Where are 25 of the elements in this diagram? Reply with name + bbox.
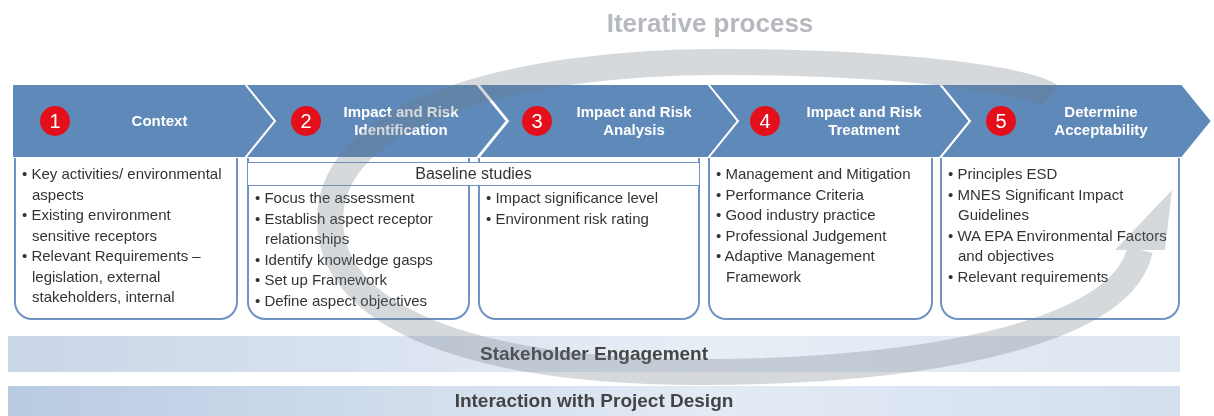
step-title: Determine Acceptability — [1053, 102, 1149, 140]
bullet-item: • Relevant Requirements – legislation, external stakeholders, internal — [22, 246, 202, 307]
bullet-item: • Existing environment sensitive receptors — [22, 205, 172, 246]
bullet-item: • Principles ESD — [948, 164, 1059, 184]
bullet-item: • Key activities/ environmental aspects — [22, 164, 223, 205]
bullet-item: • Define aspect objectives — [255, 290, 428, 311]
bullet-item: • Establish aspect receptor relationships — [255, 208, 434, 249]
bullet-item: • Impact significance level — [486, 188, 659, 208]
bullet-item: • Performance Criteria — [716, 184, 865, 205]
bullet-item: • MNES Significant Impact Guidelines — [948, 184, 1125, 225]
bullet-item: • Professional Judgement — [716, 225, 888, 246]
bullet-item: • WA EPA Environmental Factors and objectives — [948, 225, 1168, 266]
bullet-item: • Management and Mitigation — [716, 164, 912, 184]
step-title: Context — [130, 111, 189, 131]
bullet-item: • Identify knowledge gasps — [255, 249, 434, 270]
bullet-item: • Set up Framework — [255, 270, 388, 290]
diagram-label: Iterative process — [605, 8, 815, 39]
bullet-item: • Focus the assessment — [255, 188, 416, 208]
step-title: Impact and Risk Identification — [342, 102, 460, 140]
step-title: Impact and Risk Analysis — [575, 102, 693, 140]
bullet-item: • Environment risk rating — [486, 208, 650, 229]
bullet-item: • Good industry practice — [716, 205, 877, 225]
bullet-item: • Relevant requirements — [948, 266, 1110, 287]
step-title: Impact and Risk Treatment — [805, 102, 923, 140]
bullet-item: • Adaptive Management Framework — [716, 246, 876, 287]
